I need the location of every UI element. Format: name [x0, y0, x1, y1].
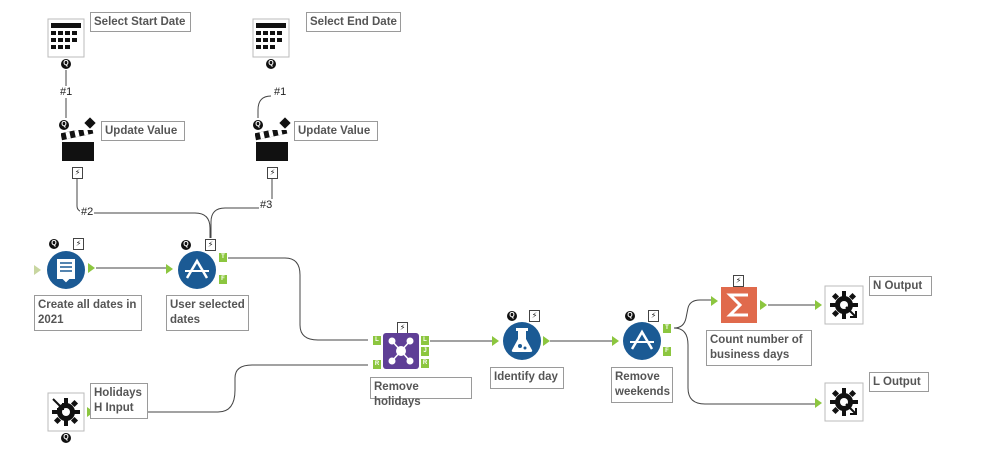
connection-label: #1 — [273, 86, 288, 98]
question-badge-icon[interactable]: Q — [59, 120, 69, 130]
generate-rows-tool[interactable] — [46, 250, 86, 295]
lightning-icon[interactable]: ⚡ — [648, 310, 659, 322]
true-anchor[interactable]: T — [219, 253, 227, 262]
l-output-tool[interactable] — [824, 382, 864, 427]
right-output-anchor[interactable]: R — [421, 359, 429, 368]
summarize-icon — [721, 287, 757, 323]
macro-output-icon — [824, 382, 864, 422]
tool-annotation: L Output — [869, 372, 929, 392]
join-output-anchor[interactable]: J — [421, 347, 429, 356]
formula-icon — [503, 322, 541, 360]
question-badge-icon[interactable]: Q — [625, 311, 635, 321]
output-anchor[interactable] — [760, 300, 767, 310]
true-anchor[interactable]: T — [663, 324, 671, 333]
select-end-date-tool[interactable] — [252, 18, 290, 63]
lightning-icon[interactable]: ⚡ — [733, 275, 744, 287]
question-badge-icon[interactable]: Q — [49, 239, 59, 249]
tool-annotation: Create all dates in 2021 — [34, 295, 142, 331]
join-tool[interactable] — [382, 332, 420, 375]
formula-tool[interactable] — [502, 321, 542, 366]
wire-filter-to-loutput — [673, 327, 818, 405]
tool-annotation: Remove holidays — [370, 377, 472, 408]
false-anchor[interactable]: F — [219, 275, 227, 284]
n-output-tool[interactable] — [824, 285, 864, 330]
connection-label: #3 — [259, 199, 274, 211]
clapperboard-icon — [254, 126, 288, 161]
tool-annotation: User selected dates — [166, 295, 249, 331]
question-badge-icon[interactable]: Q — [507, 311, 517, 321]
input-anchor[interactable] — [815, 398, 822, 408]
left-input-anchor[interactable]: L — [373, 336, 381, 345]
generate-rows-icon — [47, 251, 85, 289]
false-anchor[interactable]: F — [663, 347, 671, 356]
clapperboard-icon — [60, 126, 94, 161]
wire-filter-to-summarize — [673, 299, 712, 329]
lightning-icon[interactable]: ⚡ — [267, 167, 278, 179]
left-output-anchor[interactable]: L — [421, 336, 429, 345]
output-anchor[interactable] — [543, 336, 550, 346]
calendar-icon — [252, 18, 290, 58]
tool-annotation: Count number of business days — [706, 330, 812, 366]
question-badge-icon[interactable]: Q — [266, 59, 276, 69]
macro-output-icon — [824, 285, 864, 325]
input-anchor[interactable] — [492, 336, 499, 346]
wire-user-selected-to-join — [228, 257, 368, 341]
tool-annotation: Update Value — [101, 121, 185, 141]
right-input-anchor[interactable]: R — [373, 360, 381, 369]
holidays-input-tool[interactable] — [47, 392, 85, 437]
join-icon — [383, 333, 419, 369]
tool-annotation: Identify day — [490, 367, 564, 389]
tool-annotation: Update Value — [294, 121, 378, 141]
filter-icon — [178, 251, 216, 289]
input-anchor[interactable] — [711, 296, 718, 306]
update-value-tool[interactable] — [60, 126, 95, 167]
question-badge-icon[interactable]: Q — [61, 59, 71, 69]
lightning-icon[interactable]: ⚡ — [73, 238, 84, 250]
connection-label: #2 — [80, 206, 95, 218]
input-anchor[interactable] — [34, 265, 41, 275]
tool-annotation: Select End Date — [306, 12, 401, 32]
question-badge-icon[interactable]: Q — [253, 120, 263, 130]
output-anchor[interactable] — [88, 263, 95, 273]
input-anchor[interactable] — [166, 264, 173, 274]
filter-tool[interactable] — [622, 321, 662, 366]
calendar-icon — [47, 18, 85, 58]
filter-icon — [623, 322, 661, 360]
lightning-icon[interactable]: ⚡ — [529, 310, 540, 322]
input-anchor[interactable] — [612, 336, 619, 346]
tool-annotation: Holidays H Input — [90, 383, 148, 419]
summarize-tool[interactable] — [720, 286, 758, 329]
update-value-tool[interactable] — [254, 126, 289, 167]
tool-annotation: N Output — [869, 276, 932, 296]
filter-tool[interactable] — [177, 250, 217, 295]
tool-annotation: Select Start Date — [90, 12, 191, 32]
lightning-icon[interactable]: ⚡ — [72, 167, 83, 179]
input-anchor[interactable] — [815, 300, 822, 310]
connection-label: #1 — [59, 86, 74, 98]
question-badge-icon[interactable]: Q — [181, 240, 191, 250]
wire-end-to-update — [257, 95, 272, 118]
question-badge-icon[interactable]: Q — [61, 433, 71, 443]
lightning-icon[interactable]: ⚡ — [205, 239, 216, 251]
wire-update1-to-user-selected — [76, 178, 211, 238]
tool-annotation: Remove weekends — [611, 367, 673, 403]
select-start-date-tool[interactable] — [47, 18, 85, 63]
macro-input-icon — [47, 392, 85, 432]
wire-holidays-to-join — [92, 364, 368, 413]
